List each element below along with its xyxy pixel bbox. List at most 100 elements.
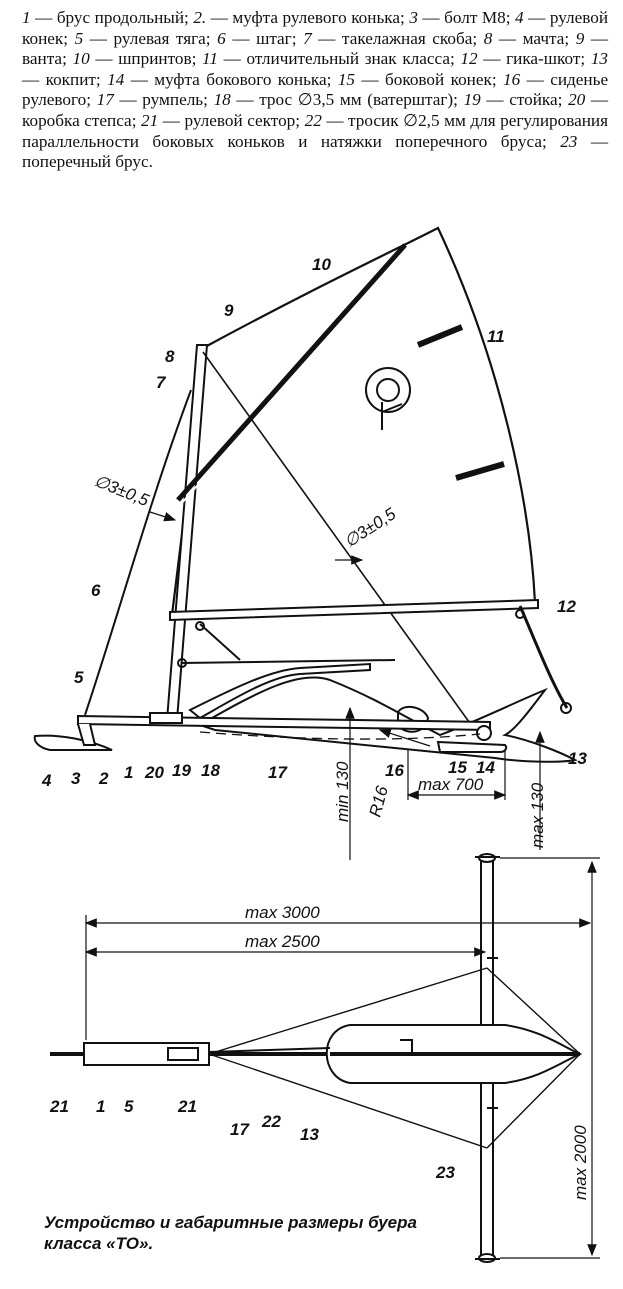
sail: [170, 226, 537, 617]
label-23: 23: [435, 1163, 455, 1182]
legend-text: рулевой сектор;: [184, 110, 301, 130]
legend-text: сиденье рулевого;: [22, 69, 609, 110]
batten-bottom: [455, 461, 505, 481]
label-5-top: 5: [124, 1097, 134, 1116]
legend-number: 18: [213, 90, 231, 110]
boom: [169, 598, 539, 622]
legend-number: 6: [217, 28, 226, 48]
label-21-right: 21: [177, 1097, 197, 1116]
sprit: [176, 243, 407, 502]
legend-number: 1: [22, 8, 31, 27]
caption: Устройство и габаритные размеры буера кл…: [44, 1213, 417, 1253]
legend-text: трос ∅3,5 мм (ватерштаг);: [259, 90, 458, 110]
class-sign: [365, 367, 411, 430]
legend-number: 20: [568, 90, 586, 110]
legend: 1 — брус продольный; 2. — муфта рулевого…: [22, 8, 609, 172]
legend-number: 21: [141, 110, 159, 130]
legend-number: 11: [202, 49, 218, 69]
legend-text: брус продольный;: [56, 8, 189, 27]
label-1-top: 1: [96, 1097, 105, 1116]
legend-number: 8: [483, 28, 493, 48]
legend-text: шпринтов;: [118, 49, 197, 69]
legend-number: 23: [560, 131, 578, 151]
label-13: 13: [568, 749, 587, 768]
tiller-top: [208, 1047, 331, 1053]
top-view-labels: 21 1 5 21 17 22 13 23 max 3000 max 2500 …: [49, 903, 590, 1200]
legend-text: рулевой конек;: [22, 8, 609, 48]
mainsheet: [518, 605, 569, 709]
label-19: 19: [172, 761, 191, 780]
legend-text: штаг;: [256, 28, 297, 48]
legend-number: 16: [503, 69, 521, 89]
legend-text: кокпит;: [45, 69, 101, 89]
legend-text: стойка;: [509, 90, 563, 110]
legend-text: коробка степса;: [22, 110, 137, 130]
legend-text: поперечный брус.: [22, 152, 153, 172]
dim-min130: min 130: [333, 761, 352, 822]
step-box: [149, 712, 183, 724]
legend-number: 2.: [193, 8, 207, 27]
label-13-top: 13: [300, 1125, 319, 1144]
dim-max130: max 130: [528, 782, 547, 848]
legend-number: 22: [304, 110, 322, 130]
label-12: 12: [557, 597, 576, 616]
label-10: 10: [312, 255, 331, 274]
top-view: [50, 853, 600, 1263]
legend-text: румпель;: [142, 90, 208, 110]
dim-max700: max 700: [418, 775, 484, 794]
legend-number: 13: [590, 49, 608, 69]
label-22: 22: [261, 1112, 281, 1131]
legend-text: мачта;: [522, 28, 570, 48]
legend-number: 4: [515, 8, 524, 27]
label-2: 2: [98, 769, 109, 788]
label-16: 16: [385, 761, 404, 780]
cable-22-top: [208, 967, 488, 1055]
label-18: 18: [201, 761, 220, 780]
label-20: 20: [144, 763, 164, 782]
label-17-top: 17: [230, 1120, 250, 1139]
water-stay: [199, 731, 481, 740]
legend-number: 14: [107, 69, 125, 89]
dim-max2000: max 2000: [571, 1125, 590, 1200]
front-runner: [33, 734, 113, 751]
legend-number: 5: [74, 28, 84, 48]
legend-number: 17: [96, 90, 114, 110]
legend-number: 9: [575, 28, 585, 48]
label-9: 9: [224, 301, 234, 320]
label-11: 11: [487, 327, 505, 346]
tiller: [188, 662, 371, 720]
legend-text: отличительный знак класса;: [246, 49, 455, 69]
legend-text: муфта рулевого конька;: [232, 8, 405, 27]
dim-shroud-dia: ∅3±0,5: [341, 504, 400, 551]
legend-text: гика-шкот;: [506, 49, 586, 69]
legend-text: такелажная скоба;: [342, 28, 478, 48]
dim-max3000: max 3000: [245, 903, 320, 922]
batten-top: [416, 324, 464, 348]
dim-stay-dia: ∅3±0,5: [92, 471, 153, 510]
label-21-left: 21: [49, 1097, 69, 1116]
legend-number: 19: [463, 90, 481, 110]
forestay: [84, 389, 192, 716]
side-view: [33, 226, 578, 860]
label-5: 5: [74, 668, 84, 687]
legend-number: 15: [337, 69, 356, 89]
label-7: 7: [156, 373, 167, 392]
legend-text: муфта бокового конька;: [154, 69, 332, 89]
cable-22-bottom: [208, 1053, 488, 1149]
label-8: 8: [165, 347, 175, 366]
legend-text: ванта;: [22, 49, 67, 69]
legend-number: 3: [409, 8, 418, 27]
legend-number: 10: [72, 49, 90, 69]
label-1: 1: [124, 763, 133, 782]
shroud: [202, 351, 478, 734]
legend-text: боковой конек;: [385, 69, 497, 89]
label-15: 15: [448, 758, 467, 777]
dim-r16: R16: [366, 783, 393, 819]
legend-text: болт М8;: [444, 8, 511, 27]
legend-text: рулевая тяга;: [113, 28, 211, 48]
legend-number: 7: [303, 28, 312, 48]
legend-text: тросик ∅2,5 мм для регулирования паралле…: [22, 110, 609, 151]
label-4: 4: [41, 771, 52, 790]
legend-number: 12: [460, 49, 478, 69]
